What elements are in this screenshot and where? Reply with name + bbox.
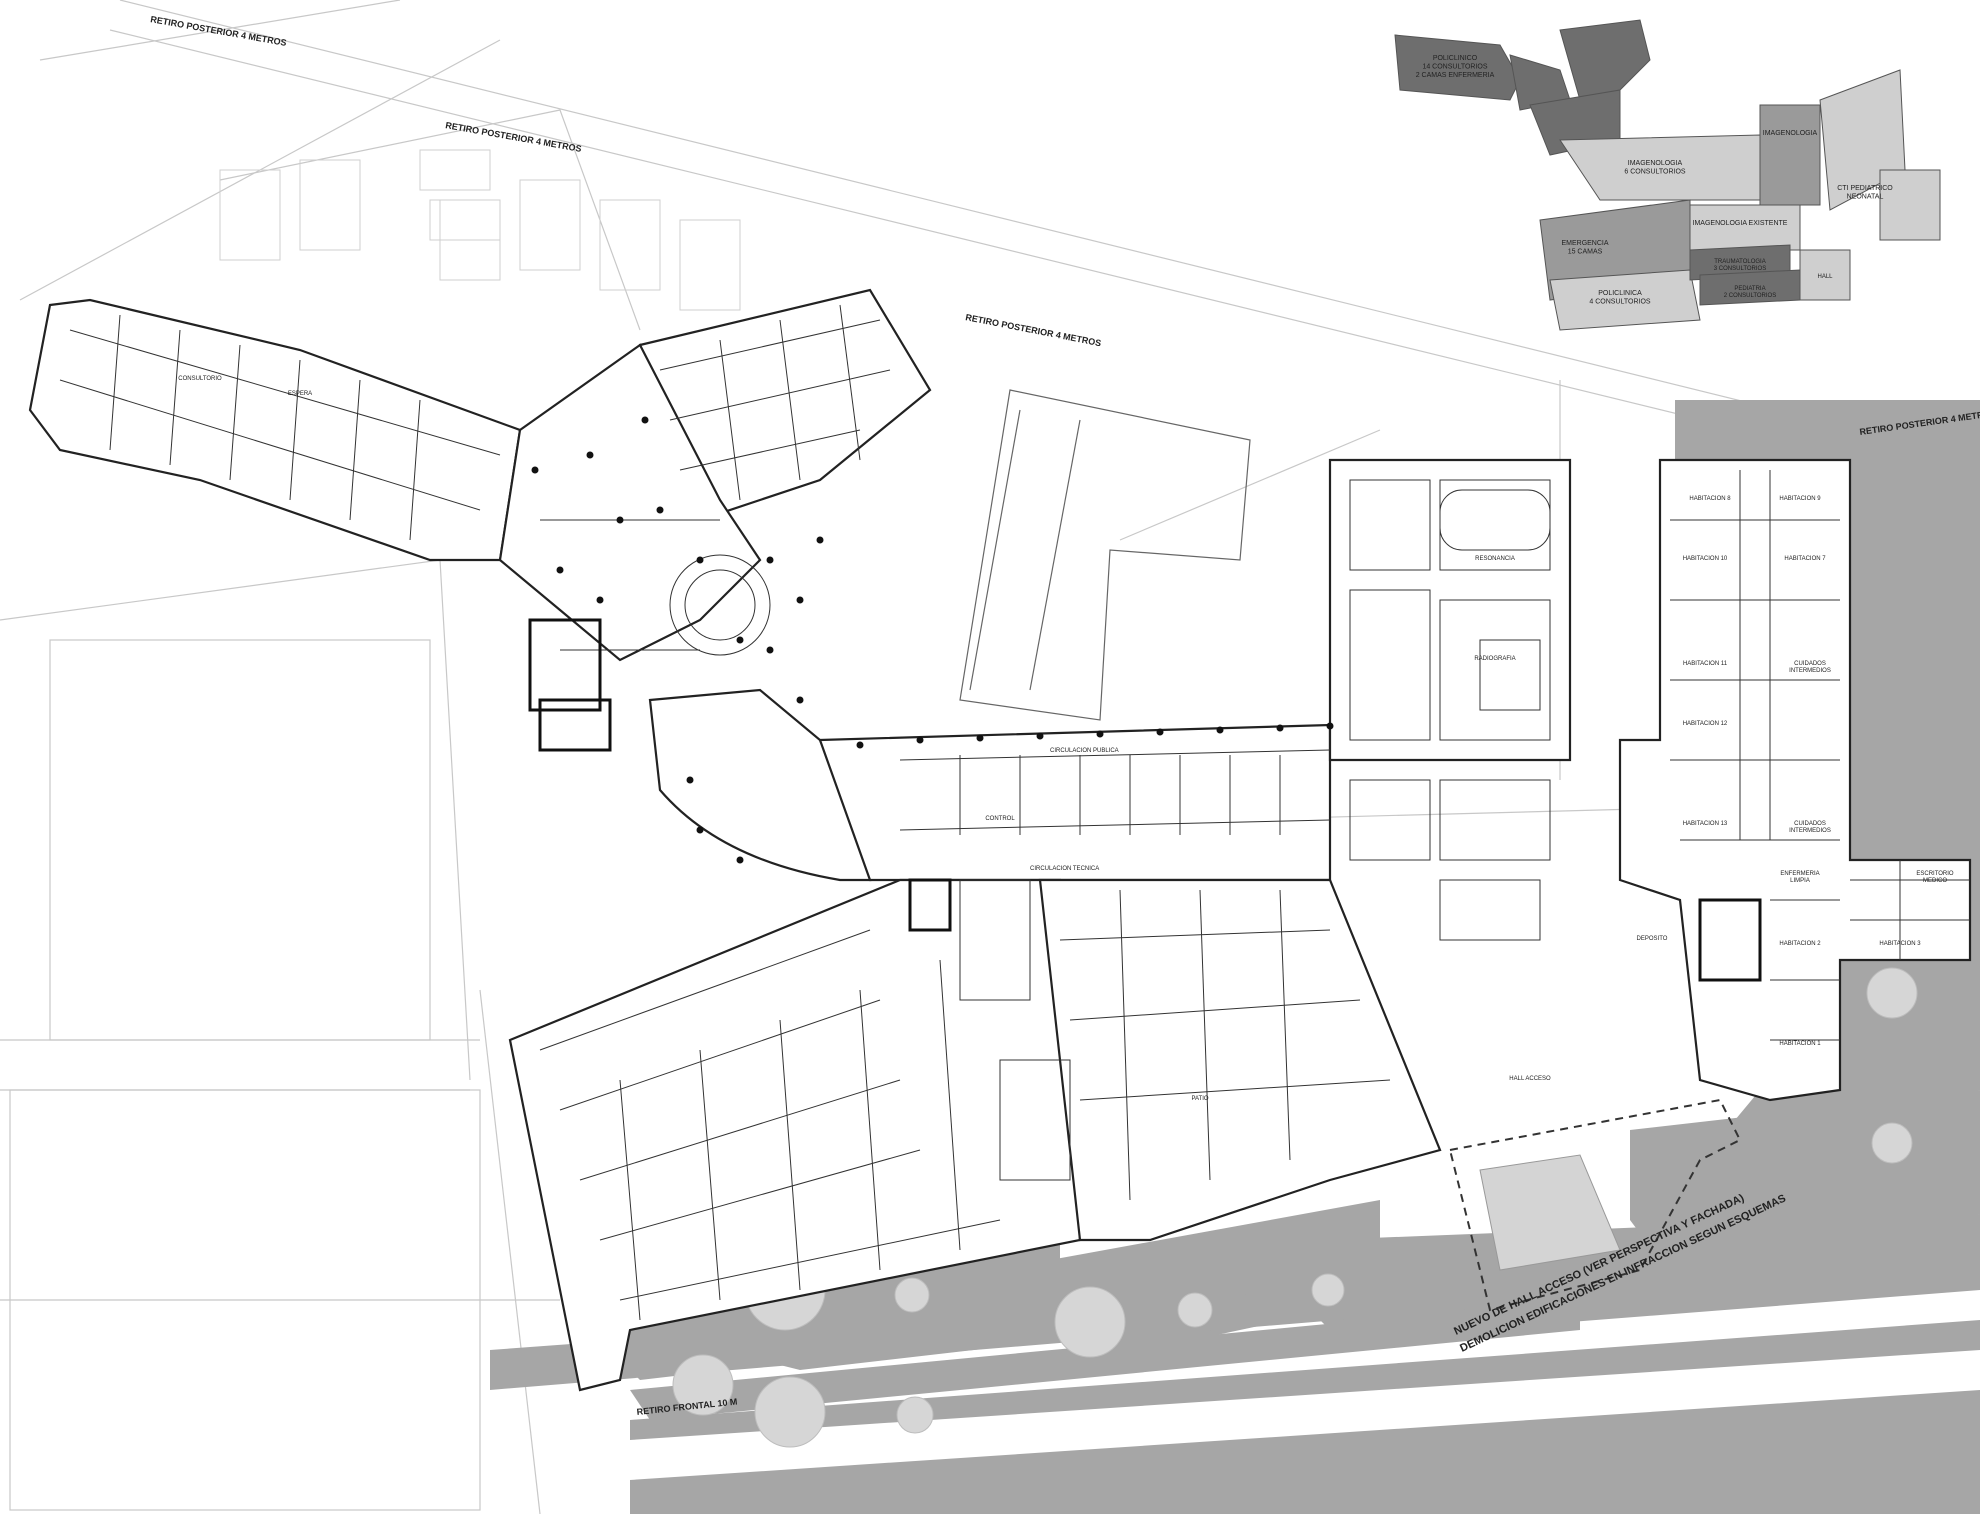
label-habitacion-9: HABITACION 9 [1779, 496, 1821, 502]
label-hall-acceso: HALL ACCESO [1509, 1076, 1551, 1082]
label-espera: ESPERA [288, 391, 312, 397]
label-consultorio: CONSULTORIO [178, 376, 222, 382]
key-plan [1394, 19, 1941, 331]
label-circ-publica: CIRCULACION PUBLICA [1050, 748, 1119, 754]
left-wing [28, 298, 522, 562]
label-circ-tecnica: CIRCULACION TECNICA [1030, 866, 1099, 872]
label-habitacion-1: HABITACION 1 [1779, 1041, 1821, 1047]
parking-stalls [219, 149, 741, 311]
key-label-hall: HALL [1817, 274, 1833, 280]
setback-rear-c: RETIRO POSTERIOR 4 METROS [965, 312, 1102, 348]
room-labels: CIRCULACION PUBLICA CIRCULACION TECNICA … [178, 376, 1954, 1102]
label-habitacion-8: HABITACION 8 [1689, 496, 1731, 502]
label-resonancia: RESONANCIA [1475, 556, 1515, 562]
label-control: CONTROL [985, 816, 1015, 822]
setback-rear-a: RETIRO POSTERIOR 4 METROS [150, 14, 288, 48]
stair-cores [528, 618, 1762, 982]
label-habitacion-2: HABITACION 2 [1779, 941, 1821, 947]
label-habitacion-11: HABITACION 11 [1683, 661, 1728, 667]
label-habitacion-13: HABITACION 13 [1683, 821, 1728, 827]
demolition-zone [1448, 1098, 1742, 1312]
label-habitacion-7: HABITACION 7 [1784, 556, 1826, 562]
interior-partitions [59, 304, 1970, 1321]
label-patio: PATIO [1191, 1096, 1208, 1102]
central-hub [498, 343, 762, 662]
label-deposito: DEPOSITO [1637, 936, 1668, 942]
key-policlinico-block [1394, 34, 1521, 101]
lower-center-block [1038, 878, 1442, 1242]
hall-zone [1479, 1154, 1621, 1271]
imaging-block [1328, 458, 1572, 762]
setback-rear-b: RETIRO POSTERIOR 4 METROS [445, 120, 583, 154]
key-label-imagenologia-existente: IMAGENOLOGIA EXISTENTE [1693, 220, 1788, 227]
columns [531, 416, 1334, 864]
label-habitacion-10: HABITACION 10 [1683, 556, 1728, 562]
annex [959, 389, 1251, 721]
equipment [1439, 489, 1551, 941]
label-habitacion-12: HABITACION 12 [1683, 721, 1728, 727]
building-walls [28, 288, 1972, 1392]
label-radiografia: RADIOGRAFIA [1474, 656, 1515, 662]
key-label-imagenologia: IMAGENOLOGIA [1763, 130, 1818, 137]
right-wing [1618, 458, 1972, 1102]
label-habitacion-3: HABITACION 3 [1879, 941, 1921, 947]
